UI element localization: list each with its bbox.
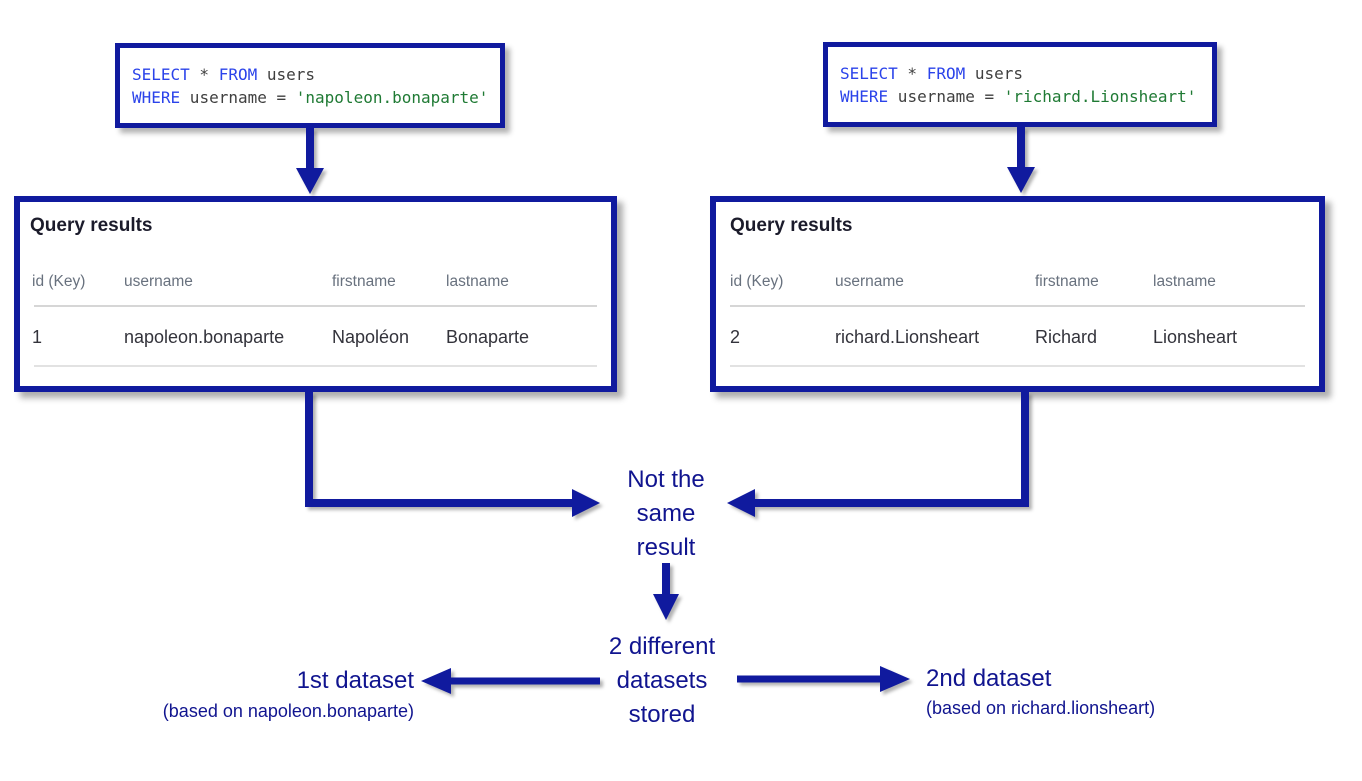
sql-query-box-left: SELECT * FROM users WHERE username = 'na…: [115, 43, 505, 128]
table-row: 1 napoleon.bonaparte Napoléon Bonaparte: [20, 327, 611, 347]
sql-line: WHERE username = 'napoleon.bonaparte': [132, 86, 494, 109]
cell-lastname: Lionsheart: [1153, 327, 1238, 347]
panel-title: Query results: [730, 215, 853, 236]
dataset-title: 1st dataset: [296, 667, 414, 694]
arrow-down-icon-left-query: [296, 128, 324, 194]
cell-firstname: Richard: [1035, 327, 1098, 347]
sql-text: users: [257, 65, 316, 84]
sql-keyword: WHERE: [840, 87, 889, 106]
panel-title: Query results: [30, 215, 153, 236]
arrow-connector-left-results: [305, 392, 600, 517]
arrow-connector-right-results: [727, 392, 1029, 517]
cell-username: richard.Lionsheart: [835, 327, 980, 347]
label-line: stored: [628, 701, 696, 728]
column-header-id: id (Key): [730, 273, 784, 290]
second-dataset-label: 2nd dataset (based on richard.lionsheart…: [926, 664, 1256, 720]
column-header-lastname: lastname: [446, 273, 509, 290]
label-line: Not the: [627, 466, 705, 493]
dataset-subtitle: (based on richard.lionsheart): [926, 698, 1156, 718]
first-dataset-label: 1st dataset (based on napoleon.bonaparte…: [100, 666, 414, 723]
label-line: result: [636, 534, 696, 561]
dataset-title: 2nd dataset: [926, 665, 1052, 692]
sql-text: users: [965, 64, 1024, 83]
column-header-lastname: lastname: [1153, 273, 1216, 290]
arrow-down-icon-center: [653, 563, 679, 620]
cell-username: napoleon.bonaparte: [124, 327, 285, 347]
column-header-firstname: firstname: [1035, 273, 1099, 290]
sql-text: *: [897, 64, 927, 83]
sql-string: 'richard.Lionsheart': [1003, 87, 1197, 106]
label-line: 2 different: [608, 633, 716, 660]
sql-keyword: FROM: [926, 64, 966, 83]
cell-lastname: Bonaparte: [446, 327, 530, 347]
sql-text: username =: [180, 88, 296, 107]
two-datasets-label: 2 different datasets stored: [582, 630, 742, 732]
label-line: same: [636, 500, 696, 527]
table-header-row: id (Key) username firstname lastname: [20, 272, 611, 292]
column-header-username: username: [124, 273, 193, 290]
sql-text: username =: [888, 87, 1004, 106]
cell-id: 2: [730, 327, 741, 347]
arrow-right-icon-second-dataset: [737, 666, 910, 692]
table-divider: [730, 365, 1305, 367]
sql-query-box-right: SELECT * FROM users WHERE username = 'ri…: [823, 42, 1217, 127]
sql-keyword: WHERE: [132, 88, 181, 107]
query-results-panel-right: Query results id (Key) username firstnam…: [710, 196, 1325, 392]
sql-string: 'napoleon.bonaparte': [295, 88, 489, 107]
sql-keyword: FROM: [218, 65, 258, 84]
sql-keyword: SELECT: [132, 65, 190, 84]
arrow-left-icon-first-dataset: [421, 668, 600, 694]
query-results-panel-left: Query results id (Key) username firstnam…: [14, 196, 617, 392]
label-line: datasets: [616, 667, 708, 694]
table-divider: [34, 365, 597, 367]
sql-text: *: [189, 65, 219, 84]
cell-firstname: Napoléon: [332, 327, 410, 347]
table-divider: [34, 305, 597, 307]
sql-line: SELECT * FROM users: [132, 63, 494, 86]
dataset-subtitle: (based on napoleon.bonaparte): [162, 701, 414, 721]
arrow-down-icon-right-query: [1007, 127, 1035, 193]
table-divider: [730, 305, 1305, 307]
sql-line: SELECT * FROM users: [840, 62, 1206, 85]
sql-line: WHERE username = 'richard.Lionsheart': [840, 85, 1206, 108]
cell-id: 1: [32, 327, 43, 347]
column-header-username: username: [835, 273, 904, 290]
column-header-id: id (Key): [32, 273, 86, 290]
not-same-result-label: Not the same result: [586, 463, 746, 565]
table-row: 2 richard.Lionsheart Richard Lionsheart: [716, 327, 1319, 347]
column-header-firstname: firstname: [332, 273, 396, 290]
table-header-row: id (Key) username firstname lastname: [716, 272, 1319, 292]
sql-keyword: SELECT: [840, 64, 898, 83]
